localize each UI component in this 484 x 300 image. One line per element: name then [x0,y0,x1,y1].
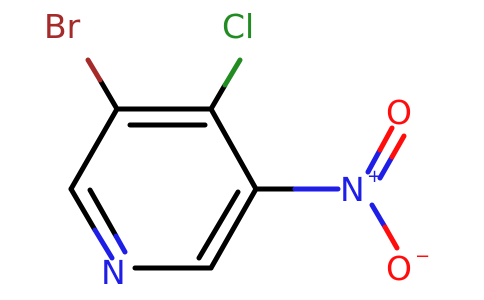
bond-c4-cl-green [222,57,243,88]
atom-bromine: Br [44,7,81,46]
atom-ring-nitrogen: N [101,253,126,292]
bond-n-o-bottom-red [382,224,400,251]
bond-c2-n1 [68,186,98,233]
bond-c2-n1-inner [87,187,119,239]
bond-n-o-top-b [377,154,395,181]
atom-chlorine: Cl [222,7,254,46]
nitro-nitrogen-charge: + [367,166,382,187]
atom-oxygen-top: O [386,93,412,132]
bond-c5-c6-inner [196,189,241,261]
bond-n-o-bottom [369,202,388,230]
bond-c2-n1-inner-blue [113,233,128,255]
bond-n-o-top-a [365,147,383,175]
oxygen-bottom-charge: − [415,246,430,267]
bond-group [68,57,407,271]
atom-nitro-nitrogen: N [340,170,365,209]
bond-n-o-top-b-red [389,133,407,160]
bond-c4-cl [208,82,228,112]
bond-c5-c6 [208,186,259,271]
bond-n-o-top-a-red [377,125,395,153]
bond-c2-n1-blue [92,227,115,261]
bond-c3-br [97,77,120,112]
bond-c3-br-red [85,57,103,83]
bond-c4-c5 [208,106,259,192]
bond-c2-c3 [68,106,120,192]
atom-oxygen-bottom: O [386,249,412,288]
